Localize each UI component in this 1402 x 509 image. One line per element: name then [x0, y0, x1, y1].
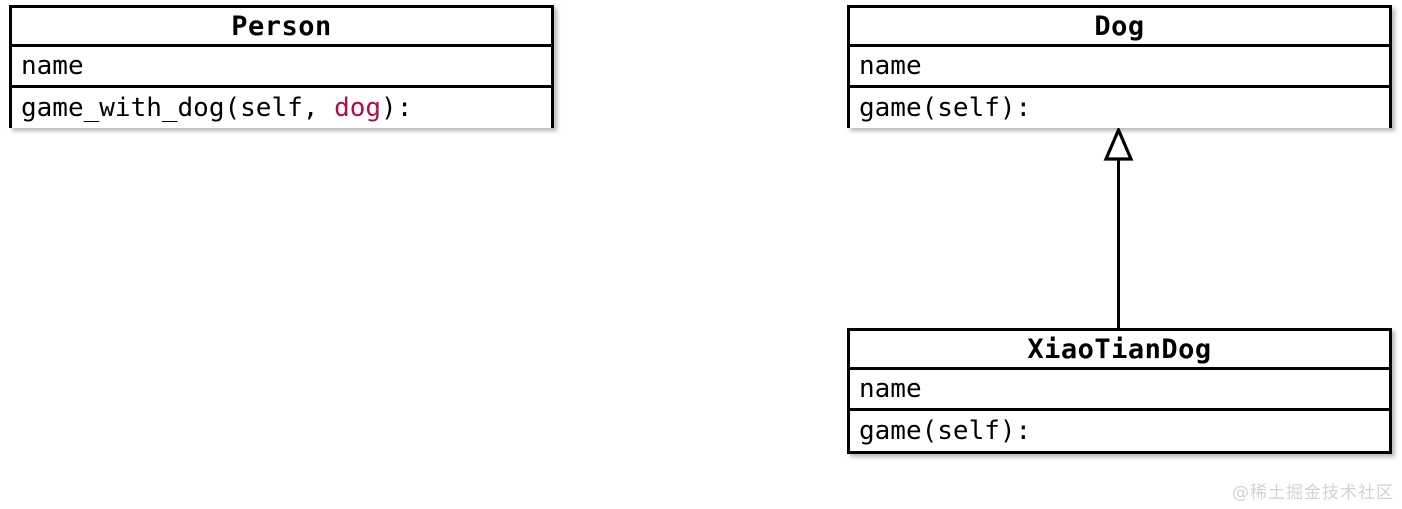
- class-box-person[interactable]: Person name game_with_dog(self, dog):: [9, 5, 554, 128]
- class-title-person: Person: [12, 8, 551, 47]
- method-name-prefix: game_with_dog(self,: [21, 93, 335, 123]
- class-box-xiaotiandog[interactable]: XiaoTianDog name game(self):: [847, 328, 1392, 454]
- class-box-dog[interactable]: Dog name game(self):: [847, 5, 1392, 128]
- class-methods-person: game_with_dog(self, dog):: [12, 88, 551, 128]
- method-name-suffix: ):: [381, 93, 413, 123]
- watermark-text: @稀土掘金技术社区: [1232, 483, 1394, 503]
- class-attributes-xiaotiandog: name: [850, 370, 1389, 411]
- inheritance-hollow-triangle-icon: [1103, 126, 1134, 161]
- generalization-line-xiaotiandog-to-dog: [1117, 155, 1120, 330]
- class-title-dog: Dog: [850, 8, 1389, 47]
- class-attributes-dog: name: [850, 47, 1389, 88]
- class-methods-xiaotiandog: game(self):: [850, 411, 1389, 451]
- method-param-dog: dog: [334, 93, 382, 123]
- class-title-xiaotiandog: XiaoTianDog: [850, 331, 1389, 370]
- class-methods-dog: game(self):: [850, 88, 1389, 128]
- class-attributes-person: name: [12, 47, 551, 88]
